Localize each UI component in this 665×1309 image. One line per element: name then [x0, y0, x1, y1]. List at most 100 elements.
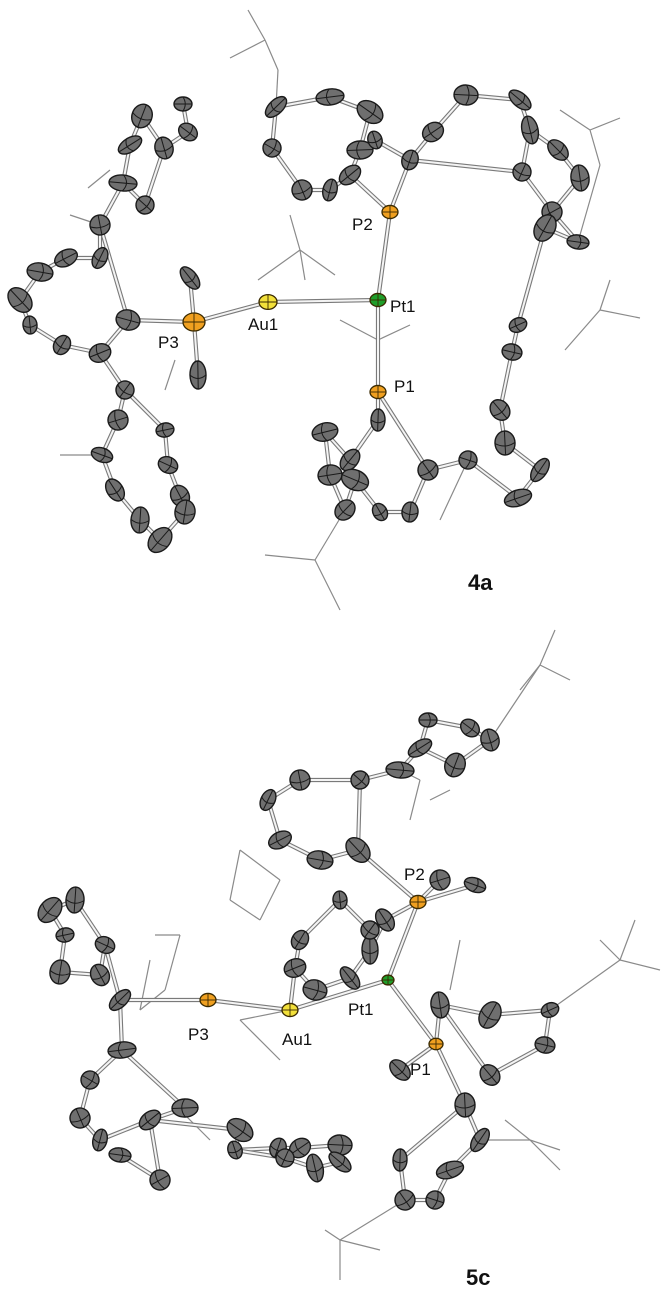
bond — [397, 1102, 468, 1163]
carbon-atom — [94, 935, 116, 955]
carbon-atom — [512, 162, 532, 182]
wireframe-bond — [599, 939, 621, 961]
carbon-atom — [334, 499, 356, 521]
carbon-atom — [69, 1107, 91, 1129]
bond — [191, 299, 271, 325]
carbon-atom — [338, 164, 362, 186]
carbon-atom — [417, 459, 439, 481]
structure-4a-atoms — [7, 84, 590, 554]
carbon-atom — [421, 121, 445, 143]
wireframe-bond — [257, 249, 301, 281]
carbon-atom — [458, 450, 478, 470]
structure-5c-wireframe-bonds — [139, 629, 661, 1280]
atom-p2 — [409, 894, 427, 910]
bond — [385, 899, 421, 983]
wireframe-bond — [589, 117, 621, 131]
wireframe-bond — [539, 664, 571, 681]
carbon-atom — [65, 886, 85, 914]
carbon-atom — [345, 836, 371, 864]
wireframe-bond — [247, 9, 266, 41]
carbon-atom — [115, 380, 135, 400]
wireframe-bond — [339, 319, 379, 341]
carbon-atom — [91, 246, 109, 270]
wireframe-bond — [377, 324, 411, 341]
wireframe-bond — [339, 1199, 406, 1241]
carbon-atom — [302, 979, 328, 1001]
atom-p1 — [428, 1037, 444, 1051]
carbon-atom — [367, 130, 383, 150]
carbon-atom — [130, 506, 150, 534]
bond — [205, 997, 293, 1013]
carbon-atom — [520, 115, 540, 145]
wireframe-bond — [229, 39, 266, 59]
wireframe-bond — [549, 959, 621, 1011]
carbon-atom — [418, 712, 438, 728]
carbon-atom — [306, 850, 334, 870]
wireframe-bond — [314, 559, 341, 611]
wireframe-bond — [619, 959, 661, 971]
carbon-atom — [566, 234, 590, 250]
bond — [465, 457, 521, 501]
carbon-atom — [26, 262, 54, 282]
carbon-atom — [22, 315, 38, 335]
carbon-atom — [392, 1148, 408, 1172]
bond — [375, 389, 431, 473]
carbon-atom — [346, 140, 374, 160]
carbon-atom — [92, 1128, 108, 1152]
atom-au1 — [281, 1002, 299, 1018]
wireframe-bond — [239, 1019, 281, 1061]
carbon-atom — [459, 718, 481, 738]
structure-5c-atoms — [37, 712, 560, 1211]
carbon-atom — [529, 457, 551, 483]
carbon-atom — [547, 139, 569, 161]
wireframe-bond — [599, 309, 641, 319]
carbon-atom — [155, 422, 175, 438]
wireframe-bond — [529, 1139, 561, 1171]
carbon-atom — [259, 788, 277, 812]
carbon-atom — [317, 464, 343, 486]
carbon-atom — [268, 830, 292, 850]
carbon-atom — [147, 526, 173, 554]
wireframe-bond — [87, 169, 111, 189]
carbon-atom — [340, 468, 370, 492]
carbon-atom — [534, 1036, 556, 1054]
wireframe-bond — [429, 789, 451, 801]
carbon-atom — [394, 1189, 416, 1211]
carbon-atom — [480, 728, 500, 752]
wireframe-bond — [599, 279, 611, 311]
carbon-atom — [570, 164, 590, 192]
atom-label-p3: P3 — [158, 333, 179, 352]
carbon-atom — [288, 1137, 312, 1159]
atom-label-p2: P2 — [352, 215, 373, 234]
atom-pt1 — [381, 974, 395, 986]
carbon-atom — [88, 342, 112, 364]
bond — [347, 172, 393, 215]
atom-label-p1: P1 — [394, 377, 415, 396]
carbon-atom — [80, 1070, 100, 1090]
carbon-atom — [7, 286, 33, 314]
carbon-atom — [52, 334, 72, 356]
carbon-atom — [90, 446, 114, 464]
atom-label-au1: Au1 — [248, 315, 278, 334]
carbon-atom — [131, 103, 153, 129]
carbon-atom — [453, 84, 479, 106]
bond — [407, 157, 525, 175]
carbon-atom — [135, 195, 155, 215]
wireframe-bond — [504, 1119, 531, 1141]
carbon-atom — [264, 95, 288, 119]
bond — [97, 222, 131, 323]
atom-label-p3: P3 — [188, 1025, 209, 1044]
bond — [265, 297, 381, 305]
carbon-atom — [350, 770, 370, 790]
carbon-atom — [540, 1001, 560, 1019]
carbon-atom — [533, 214, 557, 242]
atom-pt1 — [369, 292, 387, 308]
carbon-atom — [430, 991, 450, 1019]
carbon-atom — [361, 935, 379, 965]
carbon-atom — [315, 88, 345, 106]
atom-p1 — [369, 384, 387, 400]
carbon-atom — [356, 99, 384, 125]
carbon-atom — [385, 761, 415, 779]
